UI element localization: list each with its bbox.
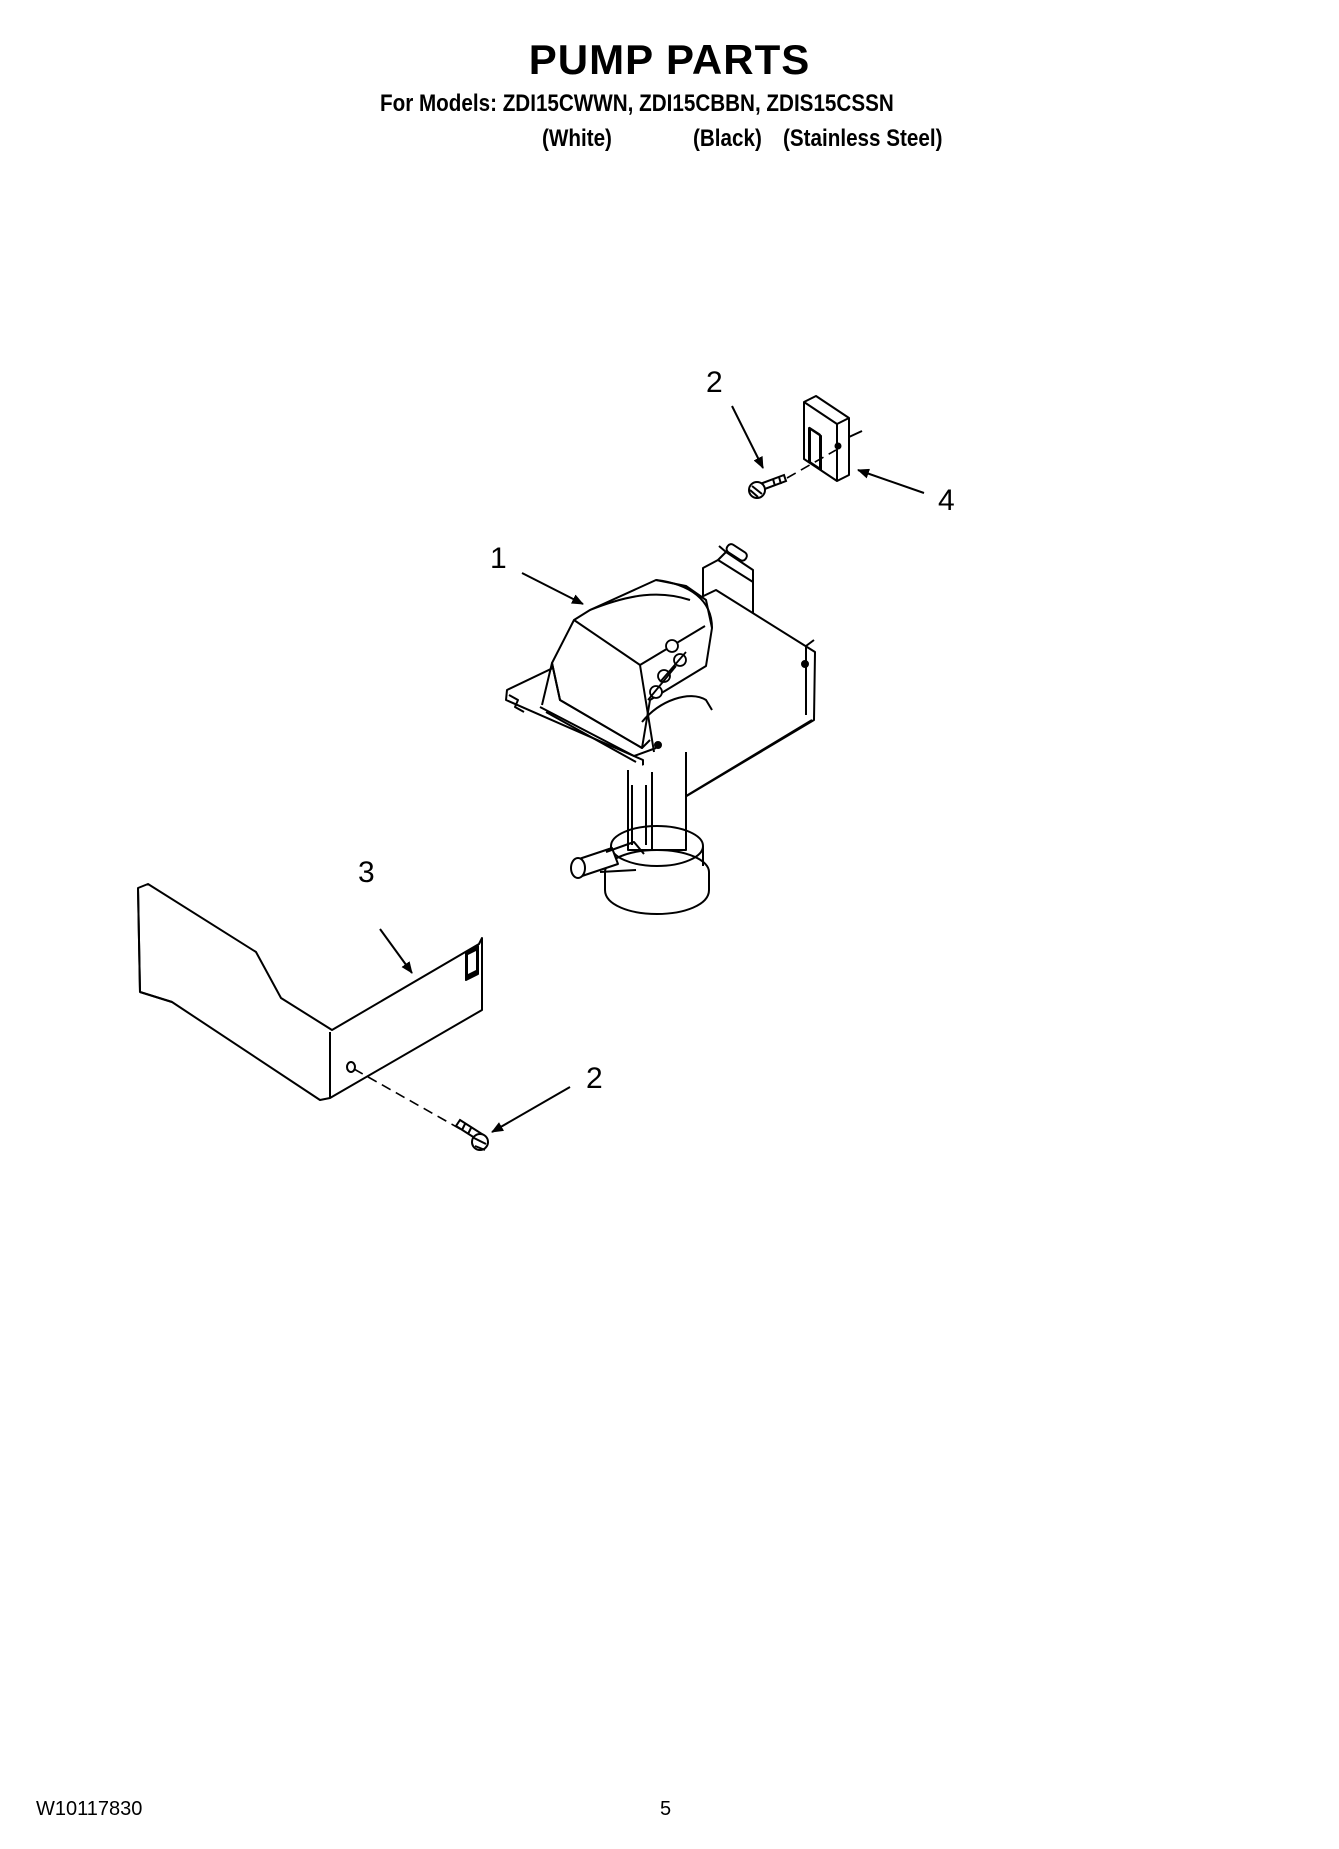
- screw-upper-dashline: [786, 449, 837, 479]
- models-line: For Models: ZDI15CWWN, ZDI15CBBN, ZDIS15…: [380, 90, 894, 117]
- finish-white-label: (White): [542, 125, 612, 152]
- callout-2-lower: 2: [586, 1062, 603, 1095]
- exploded-parts-diagram: 1 2 2 3 4: [137, 366, 955, 1151]
- mounting-bracket: [803, 395, 863, 482]
- page-number: 5: [660, 1798, 672, 1820]
- finish-black-label: (Black): [693, 125, 762, 152]
- leader-lines: [379, 405, 925, 1133]
- pump-assembly: [505, 543, 816, 915]
- page-header: PUMP PARTS For Models: ZDI15CWWN, ZDI15C…: [0, 0, 1339, 180]
- callout-2-upper: 2: [706, 366, 723, 399]
- finish-stainless-label: (Stainless Steel): [783, 125, 943, 152]
- cover-panel: [137, 883, 483, 1101]
- document-number: W10117830: [36, 1798, 143, 1820]
- screw-lower: [454, 1118, 489, 1151]
- callout-1: 1: [490, 542, 507, 575]
- callout-4: 4: [938, 484, 955, 517]
- callout-3: 3: [358, 856, 375, 889]
- screw-lower-dashline: [353, 1068, 463, 1131]
- page-title: PUMP PARTS: [528, 36, 811, 83]
- screw-upper: [748, 473, 788, 499]
